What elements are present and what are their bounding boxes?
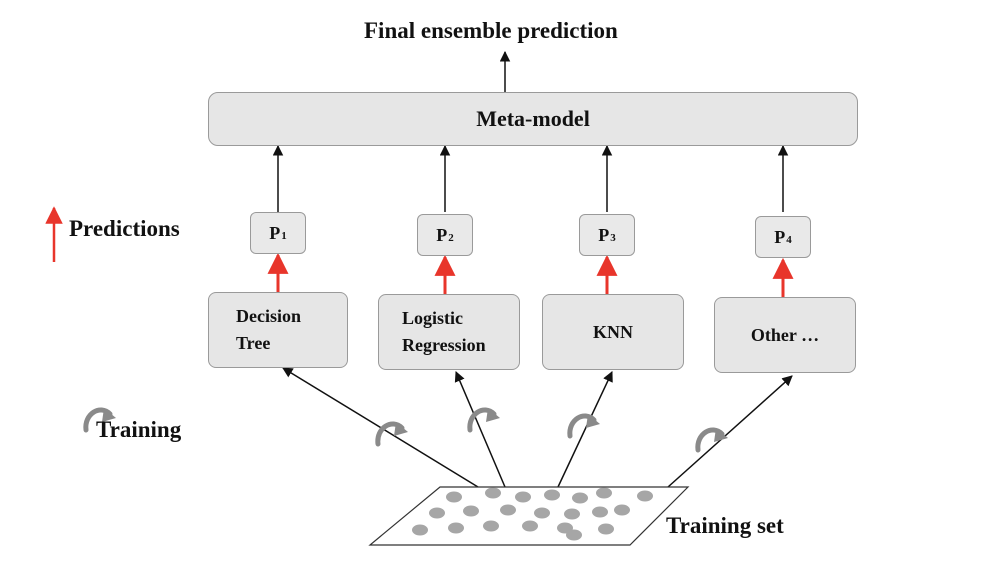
model-box-other: Other …: [714, 297, 856, 373]
legend-training-label: Training: [96, 417, 182, 442]
prediction-label-2: P: [436, 224, 448, 245]
training-curl-icon-3: [570, 414, 600, 436]
meta-model-box: Meta-model: [208, 92, 858, 146]
prediction-label-3: P: [598, 224, 610, 245]
model-label-line2: Regression: [402, 335, 486, 355]
prediction-label-1: P: [269, 222, 281, 243]
legend-predictions-label: Predictions: [69, 216, 180, 241]
diagram-title: Final ensemble prediction: [364, 18, 618, 43]
prediction-sub-2: 2: [448, 232, 454, 244]
model-label-line1: Decision: [236, 306, 301, 326]
training-set-dots: [412, 487, 653, 541]
training-set-label: Training set: [666, 513, 784, 538]
model-label: KNN: [593, 321, 633, 342]
model-box-decision-tree: Decision Tree: [208, 292, 348, 368]
train-arrow-3: [557, 371, 613, 488]
prediction-sub-3: 3: [610, 232, 616, 244]
model-box-knn: KNN: [542, 294, 684, 370]
model-label: Other …: [750, 324, 820, 345]
model-label-line2: Tree: [236, 333, 271, 353]
training-curl-icon-2: [470, 408, 500, 430]
prediction-sub-1: 1: [281, 230, 287, 242]
meta-model-label: Meta-model: [476, 106, 590, 131]
train-arrow-2: [454, 371, 506, 488]
model-box-logistic-regression: Logistic Regression: [378, 294, 520, 370]
model-label-line1: Logistic: [402, 308, 463, 328]
train-arrow-4: [667, 375, 793, 488]
prediction-label-4: P: [774, 226, 786, 247]
prediction-sub-4: 4: [786, 234, 792, 246]
